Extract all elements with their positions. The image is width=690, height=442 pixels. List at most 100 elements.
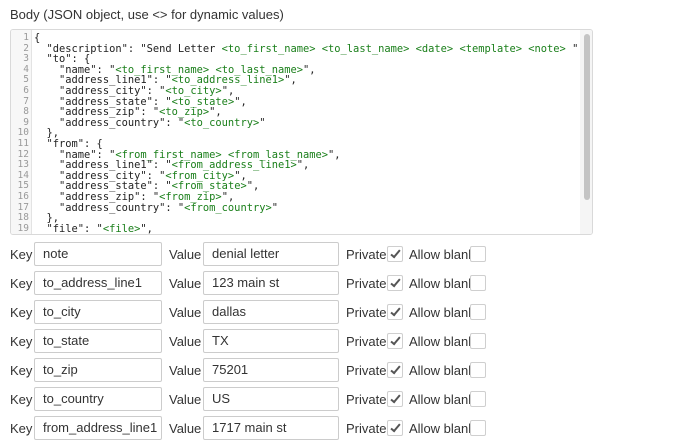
code-token: ", (221, 84, 235, 97)
line-number: 19 (17, 222, 29, 234)
code-line: 13 "address_line1": "<from_address_line1… (11, 160, 578, 171)
dynamic-value-token: <from_last_name> (227, 148, 329, 161)
code-text: "address_city": "<to_city>", (34, 86, 234, 97)
dynamic-value-token: <template> (459, 42, 523, 55)
code-token: ", (565, 42, 585, 55)
private-checkbox[interactable] (387, 304, 403, 320)
code-token: ", (296, 159, 310, 172)
private-checkbox[interactable] (387, 391, 403, 407)
dynamic-value-token: <from_country> (184, 201, 272, 214)
key-label: Key (10, 363, 33, 378)
code-line: 8 "address_zip": "<to_zip>", (11, 107, 578, 118)
code-token: "address_country": " (34, 116, 185, 129)
dynamic-value-token: <to_last_name> (215, 63, 304, 76)
editor-scrollbar[interactable] (580, 30, 592, 234)
allow-blank-checkbox[interactable] (470, 275, 486, 291)
private-checkbox[interactable] (387, 420, 403, 436)
value-input[interactable]: TX (203, 329, 339, 353)
dynamic-value-token: <from_state> (171, 180, 247, 193)
value-input[interactable]: dallas (203, 300, 339, 324)
dynamic-value-token: <to_zip> (159, 106, 210, 119)
value-input[interactable]: denial letter (203, 242, 339, 266)
value-input[interactable]: 1717 main st (203, 416, 339, 440)
checkmark-icon (390, 247, 401, 259)
code-token: "address_state": " (34, 95, 172, 108)
code-token: }, (34, 127, 60, 140)
code-token: "address_line1": " (34, 74, 172, 87)
key-input[interactable]: to_country (34, 387, 162, 411)
code-token: "address_zip": " (34, 190, 160, 203)
key-label: Key (10, 392, 33, 407)
line-number: 14 (17, 169, 29, 181)
private-checkbox[interactable] (387, 362, 403, 378)
value-label: Value (169, 421, 202, 436)
code-token: ", (140, 222, 153, 235)
code-text: { (34, 33, 40, 44)
code-token: ", (328, 148, 341, 161)
value-input[interactable]: US (203, 387, 339, 411)
line-number: 7 (23, 95, 29, 107)
private-checkbox[interactable] (387, 275, 403, 291)
allow-blank-label: Allow blank (409, 421, 475, 436)
code-line: 18 }, (11, 212, 578, 225)
code-line: 10 }, (11, 128, 578, 139)
line-number: 16 (17, 190, 29, 202)
code-text: "name": "<to_first_name> <to_last_name>"… (34, 63, 316, 76)
allow-blank-checkbox[interactable] (470, 362, 486, 378)
value-input[interactable]: 75201 (203, 358, 339, 382)
code-token: "file": " (34, 222, 103, 235)
key-label: Key (10, 305, 33, 320)
code-text: "file": "<file>", (34, 222, 153, 235)
key-input[interactable]: to_address_line1 (34, 271, 162, 295)
dynamic-value-token: <to_first_name> (221, 42, 316, 55)
allow-blank-checkbox[interactable] (470, 391, 486, 407)
code-line: 5 "address_line1": "<to_address_line1>", (11, 75, 578, 86)
allow-blank-checkbox[interactable] (470, 333, 486, 349)
key-input[interactable]: from_address_line1 (34, 416, 162, 440)
code-text: "from": { (34, 139, 103, 150)
dynamic-value-token: <to_last_name> (321, 42, 410, 55)
json-body-editor[interactable]: 1{2 "description": "Send Letter <to_firs… (10, 29, 593, 235)
key-label: Key (10, 334, 33, 349)
code-text: "address_zip": "<from_zip>", (34, 192, 234, 203)
code-line: 2 "description": "Send Letter <to_first_… (11, 42, 584, 55)
code-token: " (259, 116, 266, 129)
private-checkbox[interactable] (387, 333, 403, 349)
code-token: "name": " (34, 63, 116, 76)
line-number: 11 (17, 137, 29, 149)
allow-blank-checkbox[interactable] (470, 420, 486, 436)
key-input[interactable]: to_state (34, 329, 162, 353)
value-input[interactable]: 123 main st (203, 271, 339, 295)
allow-blank-checkbox[interactable] (470, 304, 486, 320)
editor-scroll-thumb[interactable] (584, 34, 590, 200)
code-token: }, (34, 212, 60, 225)
key-input[interactable]: to_zip (34, 358, 162, 382)
key-input[interactable]: note (34, 242, 162, 266)
value-label: Value (169, 305, 202, 320)
line-number: 3 (23, 53, 29, 65)
checkmark-icon (390, 305, 401, 317)
dynamic-value-token: <to_country> (184, 116, 260, 129)
allow-blank-checkbox[interactable] (470, 246, 486, 262)
private-checkbox[interactable] (387, 246, 403, 262)
line-number: 13 (17, 159, 29, 171)
value-label: Value (169, 363, 202, 378)
private-label: Private (346, 305, 387, 320)
line-number: 4 (23, 63, 29, 75)
private-label: Private (346, 276, 387, 291)
dynamic-value-token: <to_address_line1> (171, 74, 285, 87)
code-line: 19 "file": "<file>", (11, 222, 578, 235)
dynamic-value-token: <to_state> (171, 95, 235, 108)
code-line: 12 "name": "<from_first_name> <from_last… (11, 148, 578, 161)
line-number: 18 (17, 212, 29, 224)
code-text: "to": { (34, 54, 91, 65)
dynamic-value-token: <from_first_name> (115, 148, 222, 161)
code-line: 1{ (11, 32, 578, 44)
value-label: Value (169, 334, 202, 349)
code-token: "address_zip": " (34, 106, 160, 119)
code-content[interactable]: 1{2 "description": "Send Letter <to_firs… (11, 32, 585, 235)
key-input[interactable]: to_city (34, 300, 162, 324)
